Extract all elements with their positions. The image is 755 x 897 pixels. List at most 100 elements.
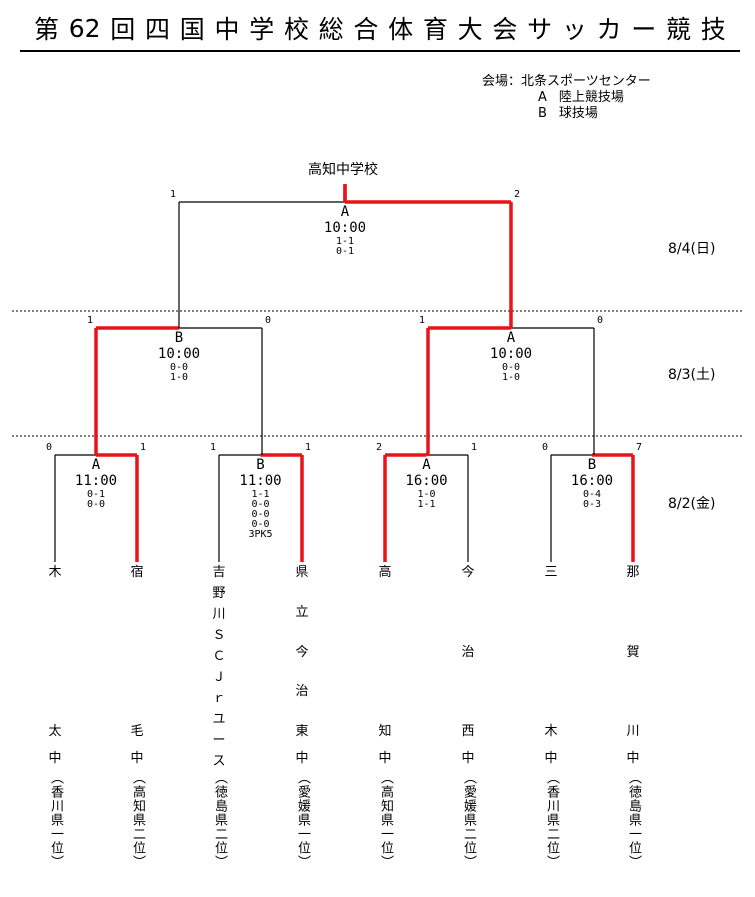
team-prefecture-rank: （徳島県一位）: [626, 771, 641, 869]
score-left-total: 1: [87, 315, 93, 326]
title-char: 会: [492, 15, 518, 44]
match-time: 10:00: [324, 220, 366, 236]
team-school-suffix: 中: [295, 751, 309, 766]
team-name-char: Ｓ: [212, 628, 226, 643]
team-name: 木太: [43, 562, 67, 742]
half-score: 0-0: [251, 509, 269, 520]
half-score: 1-0: [170, 372, 188, 383]
score-left-total: 0: [46, 442, 52, 453]
title-char: 国: [179, 15, 205, 44]
team-name-char: 宿: [130, 565, 144, 580]
team-name-char: 川: [626, 724, 640, 739]
team-prefecture-rank: （愛媛県一位）: [295, 771, 310, 869]
venue-info: 会場： 北条スポーツセンター A 陸上競技場 B 球技場: [482, 74, 651, 122]
title-char: 技: [700, 15, 726, 44]
title-char: サ: [527, 15, 553, 44]
match-time: 16:00: [571, 473, 613, 489]
team-school-suffix: 中: [626, 751, 640, 766]
score-right-total: 1: [471, 442, 477, 453]
match-time: 10:00: [490, 346, 532, 362]
team-name-char: 三: [544, 565, 558, 580]
team-name: 高知: [373, 562, 397, 742]
team-school-suffix: 中: [378, 751, 392, 766]
team-name-char: ユ: [212, 712, 226, 727]
team-prefecture-rank: （高知県一位）: [378, 771, 393, 869]
team-column: 高知中（高知県一位）: [373, 562, 397, 869]
match-time: 11:00: [75, 473, 117, 489]
team-prefecture-rank: （徳島県二位）: [212, 771, 227, 869]
title-char: 学: [249, 15, 275, 44]
half-score: 1-1: [417, 499, 435, 510]
title-char: 育: [422, 15, 448, 44]
score-left-total: 1: [170, 189, 176, 200]
match-time: 10:00: [158, 346, 200, 362]
team-name-char: 吉: [212, 565, 226, 580]
team-name-char: 太: [48, 724, 62, 739]
title-char: 大: [457, 15, 483, 44]
team-name-char: Ｊ: [212, 670, 226, 685]
title-char: 総: [318, 15, 344, 44]
half-score: 0-0: [251, 519, 269, 530]
team-name-char: 治: [295, 684, 309, 700]
team-column: 木太中（香川県一位）: [43, 562, 67, 869]
team-name-char: Ｃ: [212, 649, 226, 664]
team-name-char: 木: [48, 565, 62, 580]
title-underline: [20, 50, 740, 52]
title-char: 中: [214, 15, 240, 44]
title-char: 体: [388, 15, 414, 44]
date-final: 8/4(日): [668, 241, 716, 257]
score-right-total: 1: [305, 442, 311, 453]
team-school-suffix: 中: [461, 751, 475, 766]
half-score: 1-1: [336, 236, 354, 247]
team-name-char: 西: [461, 724, 475, 739]
team-name-char: 治: [461, 644, 475, 660]
venue-name: 北条スポーツセンター: [521, 74, 651, 89]
team-name-char: 賀: [626, 644, 640, 660]
team-name-char: ｒ: [212, 691, 226, 706]
team-name: 今治西: [456, 562, 480, 742]
court-b-code: B: [538, 106, 547, 121]
score-right-total: 7: [636, 442, 642, 453]
court-b-name: 球技場: [558, 106, 598, 121]
score-right-total: 0: [265, 315, 271, 326]
half-score: 0-0: [251, 499, 269, 510]
title-char: カ: [596, 15, 622, 44]
title-char: 校: [283, 15, 309, 44]
team-name-char: 県: [295, 565, 309, 580]
team-prefecture-rank: （香川県一位）: [48, 771, 63, 869]
champion-label: 高知中学校: [308, 162, 378, 178]
score-left-total: 2: [376, 442, 382, 453]
team-prefecture-rank: （香川県二位）: [544, 771, 559, 869]
court-code: B: [256, 457, 264, 473]
court-code: A: [422, 457, 431, 473]
team-column: 宿毛中（高知県二位）: [125, 562, 149, 869]
half-score: 0-0: [170, 362, 188, 373]
score-right-total: 1: [140, 442, 146, 453]
court-code: A: [341, 204, 350, 220]
team-name: 三木: [539, 562, 563, 742]
court-code: B: [175, 330, 183, 346]
team-prefecture-rank: （愛媛県二位）: [461, 771, 476, 869]
title-char: 回: [110, 15, 136, 44]
half-score: 0-0: [87, 499, 105, 510]
score-left-total: 0: [542, 442, 548, 453]
half-score: 0-1: [336, 246, 354, 257]
court-code: A: [92, 457, 101, 473]
date-semifinal: 8/3(土): [668, 367, 716, 383]
team-name-char: 高: [378, 565, 392, 580]
team-name-char: 毛: [130, 724, 144, 739]
team-name-char: ー: [212, 733, 226, 748]
half-score: 0-4: [583, 489, 601, 500]
half-score: 3PK5: [248, 529, 272, 540]
match-time: 16:00: [405, 473, 447, 489]
team-name-char: 知: [378, 724, 392, 739]
title-char: 合: [353, 15, 379, 44]
venue-label: 会場：: [482, 74, 522, 89]
title-char: 四: [145, 15, 171, 44]
score-left-total: 1: [210, 442, 216, 453]
title-char: 62: [68, 13, 101, 43]
team-name: 県立今治東: [290, 562, 314, 742]
